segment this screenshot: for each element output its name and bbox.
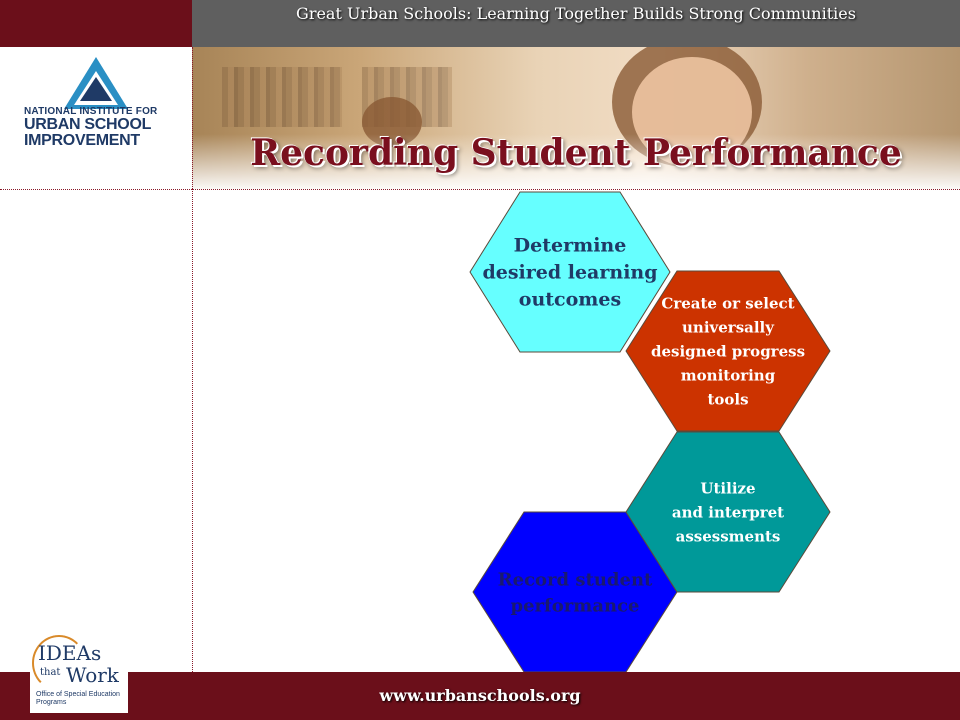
vertical-divider xyxy=(192,189,193,672)
logo-line: NATIONAL INSTITUTE FOR xyxy=(24,106,158,117)
bookshelf-decoration xyxy=(222,67,342,127)
footer-url-link[interactable]: www.urbanschools.org xyxy=(379,686,581,705)
hexagon-step-1-label: outcomes xyxy=(519,289,621,311)
hexagon-step-2-label: universally xyxy=(682,318,775,336)
hexagon-step-2 xyxy=(625,270,831,432)
logo-line: URBAN SCHOOL xyxy=(24,116,152,133)
hexagon-step-2-label: Create or select xyxy=(661,294,794,312)
hexagon-step-2-label: designed progress xyxy=(651,342,805,360)
logo-word: that xyxy=(40,667,61,678)
ideas-that-work-logo: IDEAs that Work Office of Special Educat… xyxy=(30,631,128,713)
header-photo xyxy=(192,47,960,189)
hexagon-step-3-label: and interpret xyxy=(672,503,784,521)
hexagon-step-1-label: Determine xyxy=(514,235,627,257)
hexagon-step-2-label: tools xyxy=(707,390,748,408)
logo-text: NATIONAL INSTITUTE FOR URBAN SCHOOL IMPR… xyxy=(24,107,169,149)
header-left-band xyxy=(0,0,192,47)
logo-word: Work xyxy=(66,663,119,687)
page-title: Recording Student Performance xyxy=(250,132,902,174)
logo-word: IDEAs xyxy=(38,641,102,665)
header-divider xyxy=(192,47,193,189)
nisu-logo: NATIONAL INSTITUTE FOR URBAN SCHOOL IMPR… xyxy=(0,47,192,189)
logo-line: IMPROVEMENT xyxy=(24,132,140,149)
hexagon-step-1 xyxy=(469,191,671,353)
swoosh-icon xyxy=(32,635,86,691)
horizontal-divider xyxy=(0,189,960,190)
hexagon-step-3-label: assessments xyxy=(676,527,781,545)
header-tagline: Great Urban Schools: Learning Together B… xyxy=(296,4,856,23)
logo-office-text: Office of Special Education Programs xyxy=(36,691,120,706)
hexagon-step-2-label: monitoring xyxy=(681,366,776,384)
hexagon-step-3-label: Utilize xyxy=(700,479,755,497)
header-band xyxy=(192,0,960,47)
hexagon-step-1-label: desired learning xyxy=(482,262,657,284)
photo-fade xyxy=(192,134,960,189)
hexagon-step-4-label: performance xyxy=(511,595,640,616)
pyramid-logo-icon xyxy=(64,57,128,109)
footer-band xyxy=(0,672,960,720)
hexagon-step-3 xyxy=(625,431,831,593)
hexagon-step-4-label: Record student xyxy=(498,569,653,590)
